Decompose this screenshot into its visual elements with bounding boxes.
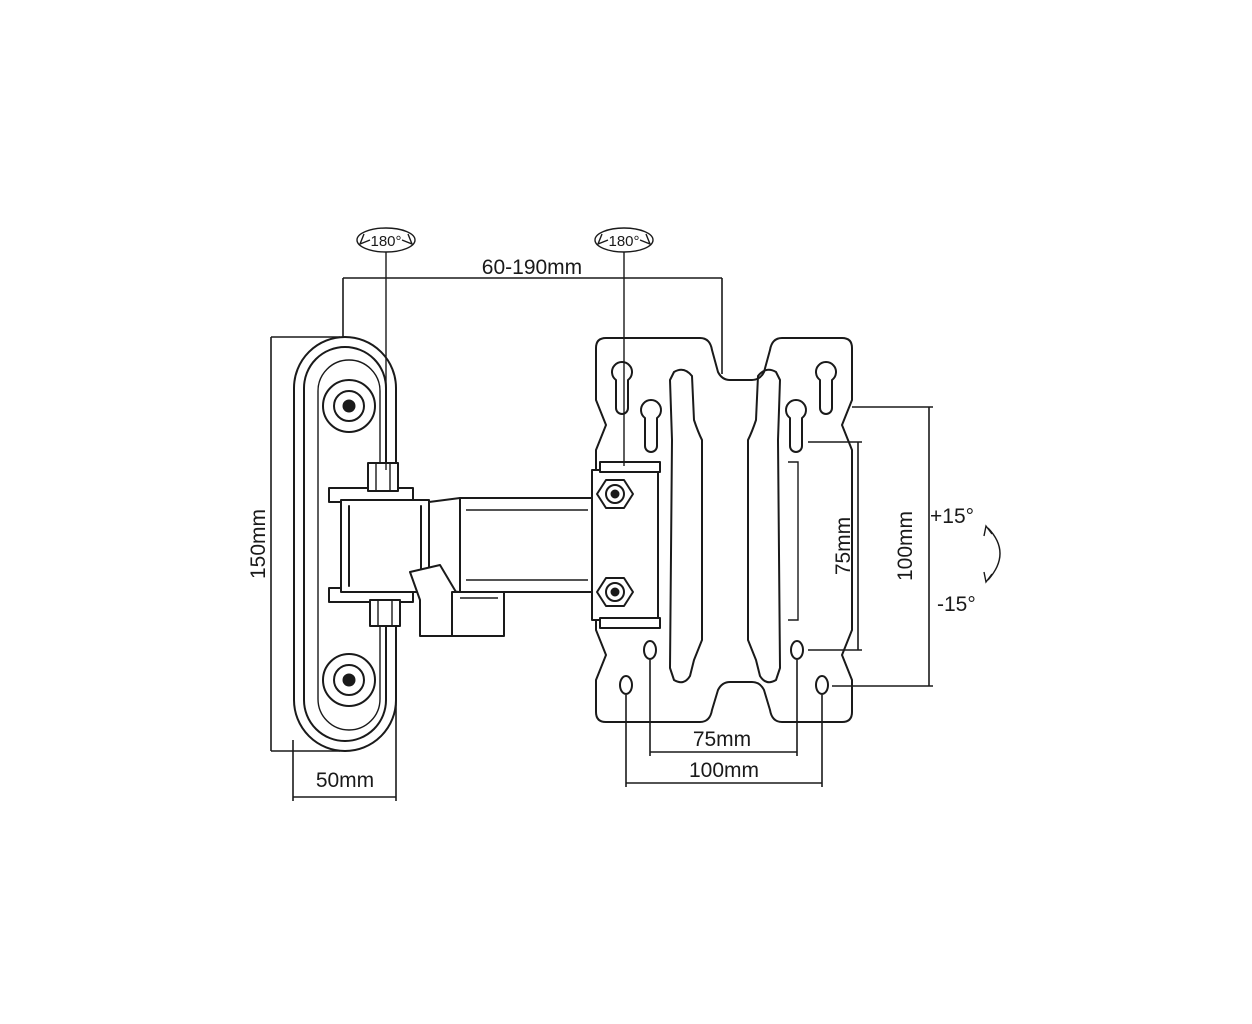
keyhole-top-left-icon bbox=[611, 361, 633, 415]
vesa-vertical-75-label: 75mm bbox=[832, 517, 855, 575]
head-swivel-label: 180° bbox=[608, 233, 639, 250]
keyhole-top-right-icon bbox=[815, 361, 837, 415]
wall-swivel-marker: 180° bbox=[356, 227, 416, 470]
hole-75-right-icon bbox=[790, 640, 804, 660]
vesa-plate bbox=[591, 337, 853, 723]
tilt-down-label: -15° bbox=[937, 593, 976, 616]
plate-width-label: 50mm bbox=[316, 769, 374, 792]
plate-width-dimension: 50mm bbox=[292, 700, 397, 801]
bottom-screw-icon bbox=[322, 653, 376, 707]
tilt-indicator: +15° -15° bbox=[930, 505, 1001, 616]
top-screw-icon bbox=[322, 379, 376, 433]
nut-bottom-icon bbox=[596, 577, 634, 607]
hole-100-right-icon bbox=[815, 675, 829, 695]
nut-top-icon bbox=[596, 479, 634, 509]
vesa-horizontal-75-dimension: 75mm bbox=[649, 660, 798, 756]
arm-reach-dimension: 60-190mm bbox=[342, 256, 723, 374]
swivel-arm bbox=[328, 462, 595, 637]
vesa-vertical-75-dimension: 75mm bbox=[808, 441, 862, 651]
head-swivel-marker: 180° bbox=[594, 227, 654, 466]
wall-plate bbox=[293, 336, 397, 752]
hole-75-left-icon bbox=[643, 640, 657, 660]
vesa-horizontal-100-label: 100mm bbox=[689, 759, 759, 782]
keyhole-inner-left-icon bbox=[640, 399, 662, 453]
hole-100-left-icon bbox=[619, 675, 633, 695]
tilt-up-label: +15° bbox=[930, 505, 974, 528]
plate-height-label: 150mm bbox=[247, 509, 270, 579]
vesa-vertical-100-dimension: 100mm bbox=[832, 406, 933, 687]
arm-reach-label: 60-190mm bbox=[482, 256, 582, 279]
vesa-horizontal-75-label: 75mm bbox=[693, 728, 751, 751]
keyhole-inner-right-icon bbox=[785, 399, 807, 453]
tilt-arrow-icon bbox=[987, 527, 1001, 581]
wall-swivel-label: 180° bbox=[370, 233, 401, 250]
plate-height-dimension: 150mm bbox=[247, 336, 340, 752]
vesa-vertical-100-label: 100mm bbox=[894, 511, 917, 581]
vesa-horizontal-100-dimension: 100mm bbox=[625, 695, 823, 787]
